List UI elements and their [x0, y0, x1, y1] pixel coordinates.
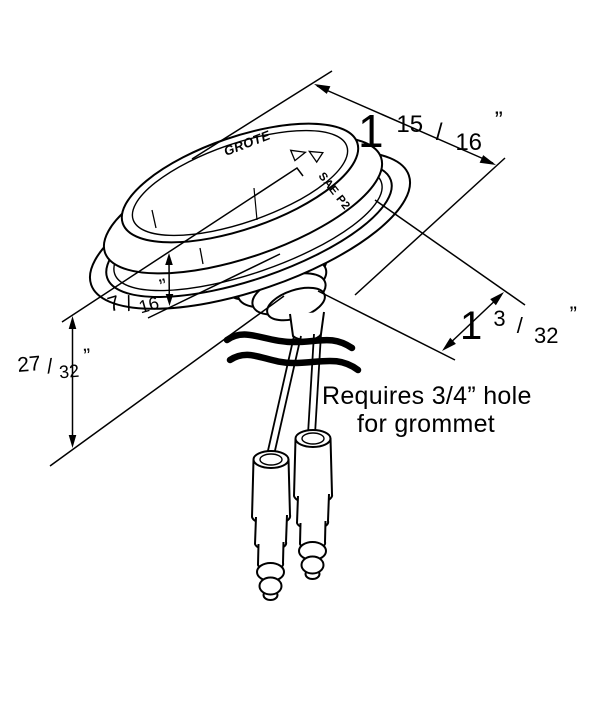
arrowhead-icon — [165, 253, 173, 265]
wire-left-edge — [266, 335, 295, 456]
arrowhead-icon — [314, 84, 331, 94]
dimension-width: 1 3 / 32 ” — [442, 291, 577, 352]
bullet-terminal-left — [250, 450, 292, 601]
note-line-1: Requires 3/4” hole — [322, 382, 532, 410]
triangle-down-icon — [307, 150, 324, 164]
arrowhead-icon — [490, 292, 504, 306]
extension-line-width-upper — [374, 199, 526, 306]
break-mark-upper — [223, 331, 356, 352]
arrowhead-icon — [68, 435, 77, 448]
wire-right-edge — [314, 333, 322, 435]
lens-seam — [151, 209, 157, 229]
extension-line-length-right — [354, 157, 506, 296]
dimension-lens-height: 7 / 16 ” — [104, 253, 174, 327]
grommet-note: Requires 3/4” hole for grommet — [322, 382, 532, 438]
dimension-label-width: 1 3 / 32 ” — [460, 291, 577, 352]
terminal-bulge — [258, 576, 283, 596]
arrowhead-icon — [68, 316, 77, 329]
extension-line-width-lower — [317, 290, 456, 361]
extension-line-lens-base — [147, 253, 281, 319]
mount-stem — [289, 311, 325, 342]
lens-center-mark — [253, 187, 258, 221]
extension-line-length-left — [191, 70, 333, 160]
arrowhead-icon — [479, 155, 496, 165]
terminal-top-hole — [301, 432, 325, 445]
dimension-label-mount-depth: 27 / 32 ” — [16, 345, 93, 387]
wire-right-edge — [307, 333, 315, 435]
dimension-length: 1 15 / 16 ” — [314, 84, 503, 165]
dimension-label-lens-height: 7 / 16 ” — [104, 275, 174, 327]
dimension-line — [445, 294, 502, 348]
photometric-arrow-icons — [289, 149, 324, 164]
terminal-top — [294, 429, 332, 448]
note-line-2: for grommet — [357, 410, 495, 438]
centerline-axis — [61, 166, 304, 323]
arrowhead-icon — [165, 294, 174, 306]
terminal-top-hole — [259, 453, 283, 466]
dimension-line — [316, 85, 494, 164]
bullet-terminal-right — [292, 429, 334, 580]
dimension-mount-depth: 27 / 32 ” — [16, 316, 93, 448]
terminal-top — [252, 450, 290, 469]
lens-seam — [199, 247, 204, 265]
wire-break-marks — [223, 331, 362, 374]
extension-line-mount-plane — [49, 295, 285, 467]
arrowhead-icon — [442, 337, 456, 351]
break-mark-lower — [226, 351, 362, 374]
lens-face-contour — [131, 129, 349, 237]
wire-leads — [266, 333, 322, 456]
triangle-right-icon — [289, 149, 307, 162]
construction-lines — [49, 70, 526, 467]
dimension-label-length: 1 15 / 16 ” — [358, 90, 503, 160]
terminal-bulge — [300, 555, 325, 575]
wire-left-edge — [273, 335, 302, 456]
